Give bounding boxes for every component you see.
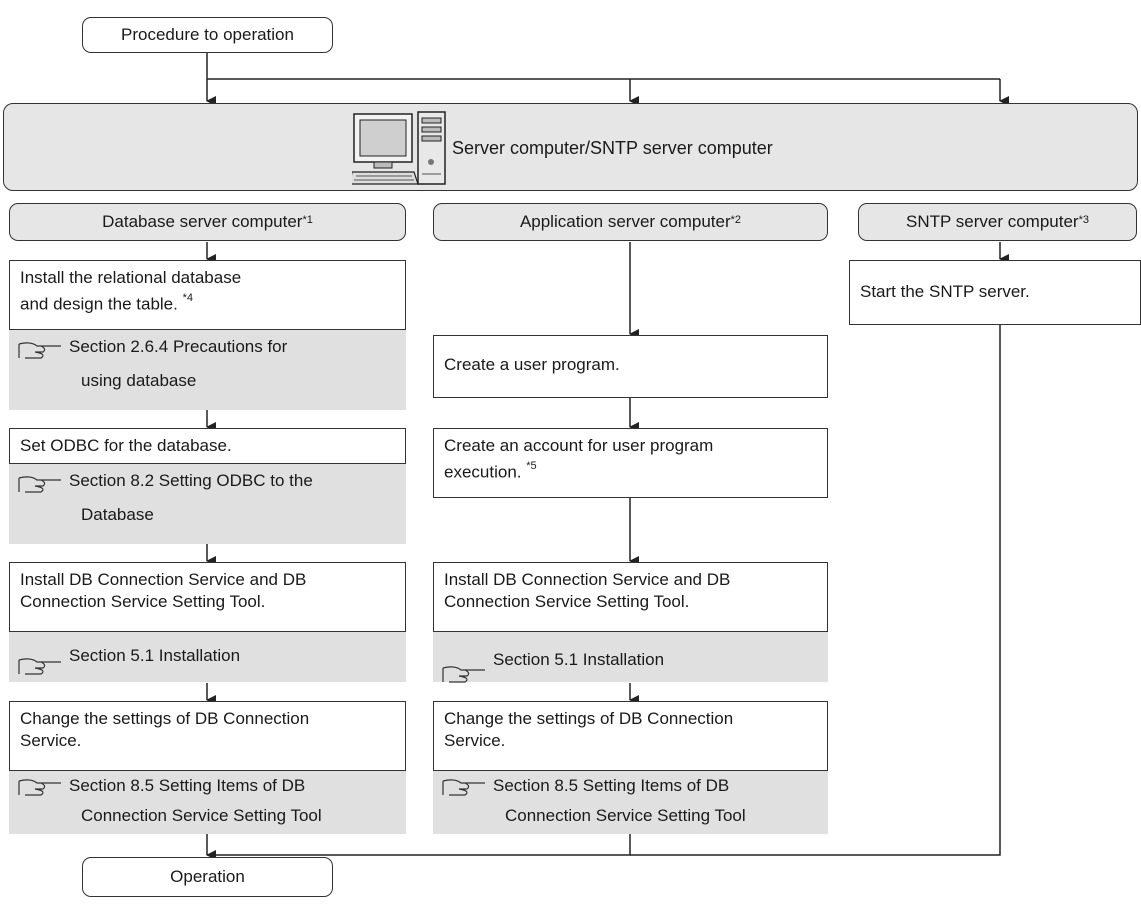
step-text-line1: Change the settings of DB Connection — [444, 709, 734, 728]
step-text-line1: Change the settings of DB Connection — [20, 709, 310, 728]
reference-text-cont: Database — [81, 505, 154, 524]
step-text-line1: Create an account for user program — [444, 436, 714, 455]
db-ref-precautions: Section 2.6.4 Precautions for using data… — [9, 330, 406, 410]
sntp-step-start-server: Start the SNTP server. — [849, 260, 1141, 325]
reference-text: Section 8.2 Setting ODBC to the — [69, 471, 313, 490]
server-banner-label: Server computer/SNTP server computer — [452, 138, 773, 158]
step-text-line2: Connection Service Setting Tool. — [444, 592, 690, 611]
app-ref-setting-items: Section 8.5 Setting Items of DB Connecti… — [433, 771, 828, 834]
application-server-header: Application server computer *2 — [433, 203, 828, 241]
reference-text-cont: Connection Service Setting Tool — [505, 806, 746, 825]
application-server-header-note: *2 — [730, 214, 742, 226]
sntp-server-header-label: SNTP server computer — [906, 212, 1079, 231]
sntp-server-header: SNTP server computer *3 — [858, 203, 1137, 241]
reference-hand-icon — [441, 777, 489, 797]
reference-hand-icon — [441, 651, 489, 683]
database-server-header-label: Database server computer — [102, 212, 303, 231]
db-step-install-database: Install the relational database and desi… — [9, 260, 406, 330]
app-step-create-program: Create a user program. — [433, 335, 828, 398]
database-server-header: Database server computer *1 — [9, 203, 406, 241]
server-banner: Server computer/SNTP server computer — [3, 103, 1138, 191]
db-step-install-service: Install DB Connection Service and DB Con… — [9, 562, 406, 632]
sntp-server-header-note: *3 — [1078, 214, 1089, 226]
db-ref-installation: Section 5.1 Installation — [9, 632, 406, 682]
database-server-header-note: *1 — [302, 214, 313, 226]
reference-text-cont: Connection Service Setting Tool — [81, 806, 322, 825]
reference-text: Section 2.6.4 Precautions for — [69, 337, 288, 356]
app-ref-installation: Section 5.1 Installation — [433, 632, 828, 683]
app-step-change-settings: Change the settings of DB Connection Ser… — [433, 701, 828, 771]
application-server-header-label: Application server computer — [519, 212, 731, 231]
reference-text: Section 8.5 Setting Items of DB — [493, 776, 730, 795]
app-step-create-account: Create an account for user program execu… — [433, 428, 828, 498]
reference-text-cont: using database — [81, 371, 197, 390]
app-step-install-service: Install DB Connection Service and DB Con… — [433, 562, 828, 632]
col2-merge-line — [207, 834, 631, 856]
step-text-line2: Service. — [444, 731, 506, 750]
db-step-set-odbc: Set ODBC for the database. — [9, 428, 406, 464]
reference-text: Section 8.5 Setting Items of DB — [69, 776, 306, 795]
reference-hand-icon — [17, 777, 65, 797]
step-text-line1: Create a user program. — [444, 355, 620, 374]
start-label: Procedure to operation — [121, 25, 294, 44]
db-step-change-settings: Change the settings of DB Connection Ser… — [9, 701, 406, 771]
col3-merge-line — [630, 325, 1001, 856]
reference-hand-icon — [17, 647, 65, 675]
reference-hand-icon — [17, 472, 65, 493]
end-label: Operation — [170, 867, 245, 886]
step-text-line1: Start the SNTP server. — [860, 282, 1030, 301]
step-text-line2: execution. — [444, 462, 527, 482]
step-note: *5 — [526, 460, 537, 472]
step-text-line1: Install DB Connection Service and DB — [20, 570, 307, 589]
reference-hand-icon — [17, 338, 65, 359]
db-ref-setting-items: Section 8.5 Setting Items of DB Connecti… — [9, 771, 406, 834]
end-box: Operation — [82, 857, 333, 897]
step-text-line2: and design the table. — [20, 294, 183, 314]
step-text-line2: Service. — [20, 731, 82, 750]
step-note: *4 — [182, 292, 193, 304]
step-text-line1: Set ODBC for the database. — [20, 436, 232, 455]
step-text-line1: Install the relational database — [20, 268, 242, 287]
step-text-line2: Connection Service Setting Tool. — [20, 592, 266, 611]
reference-text: Section 5.1 Installation — [493, 650, 665, 669]
reference-text: Section 5.1 Installation — [69, 646, 241, 665]
start-box: Procedure to operation — [82, 17, 333, 53]
computer-icon — [349, 110, 447, 186]
db-ref-odbc: Section 8.2 Setting ODBC to the Database — [9, 464, 406, 544]
step-text-line1: Install DB Connection Service and DB — [444, 570, 731, 589]
